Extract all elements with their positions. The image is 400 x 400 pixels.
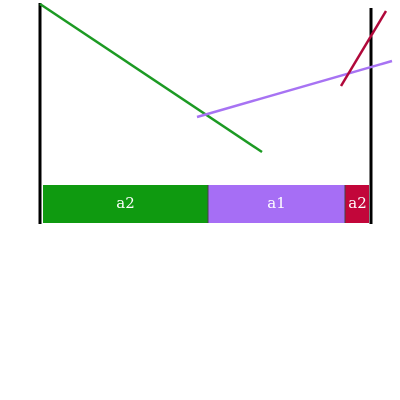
bar-segment-a1 <box>208 185 345 223</box>
bar-segment-label-a1: a1 <box>267 194 286 212</box>
bar-segment-a2-right <box>345 185 369 223</box>
purple-line <box>196 59 393 119</box>
crimson-line <box>339 10 388 87</box>
bar-segment-a2-left <box>43 185 208 223</box>
segmented-bar: a2 a1 a2 <box>43 185 369 223</box>
bar-segment-label-a2-right: a2 <box>348 194 367 212</box>
green-line <box>39 2 263 154</box>
bar-segment-label-a2-left: a2 <box>116 194 135 212</box>
